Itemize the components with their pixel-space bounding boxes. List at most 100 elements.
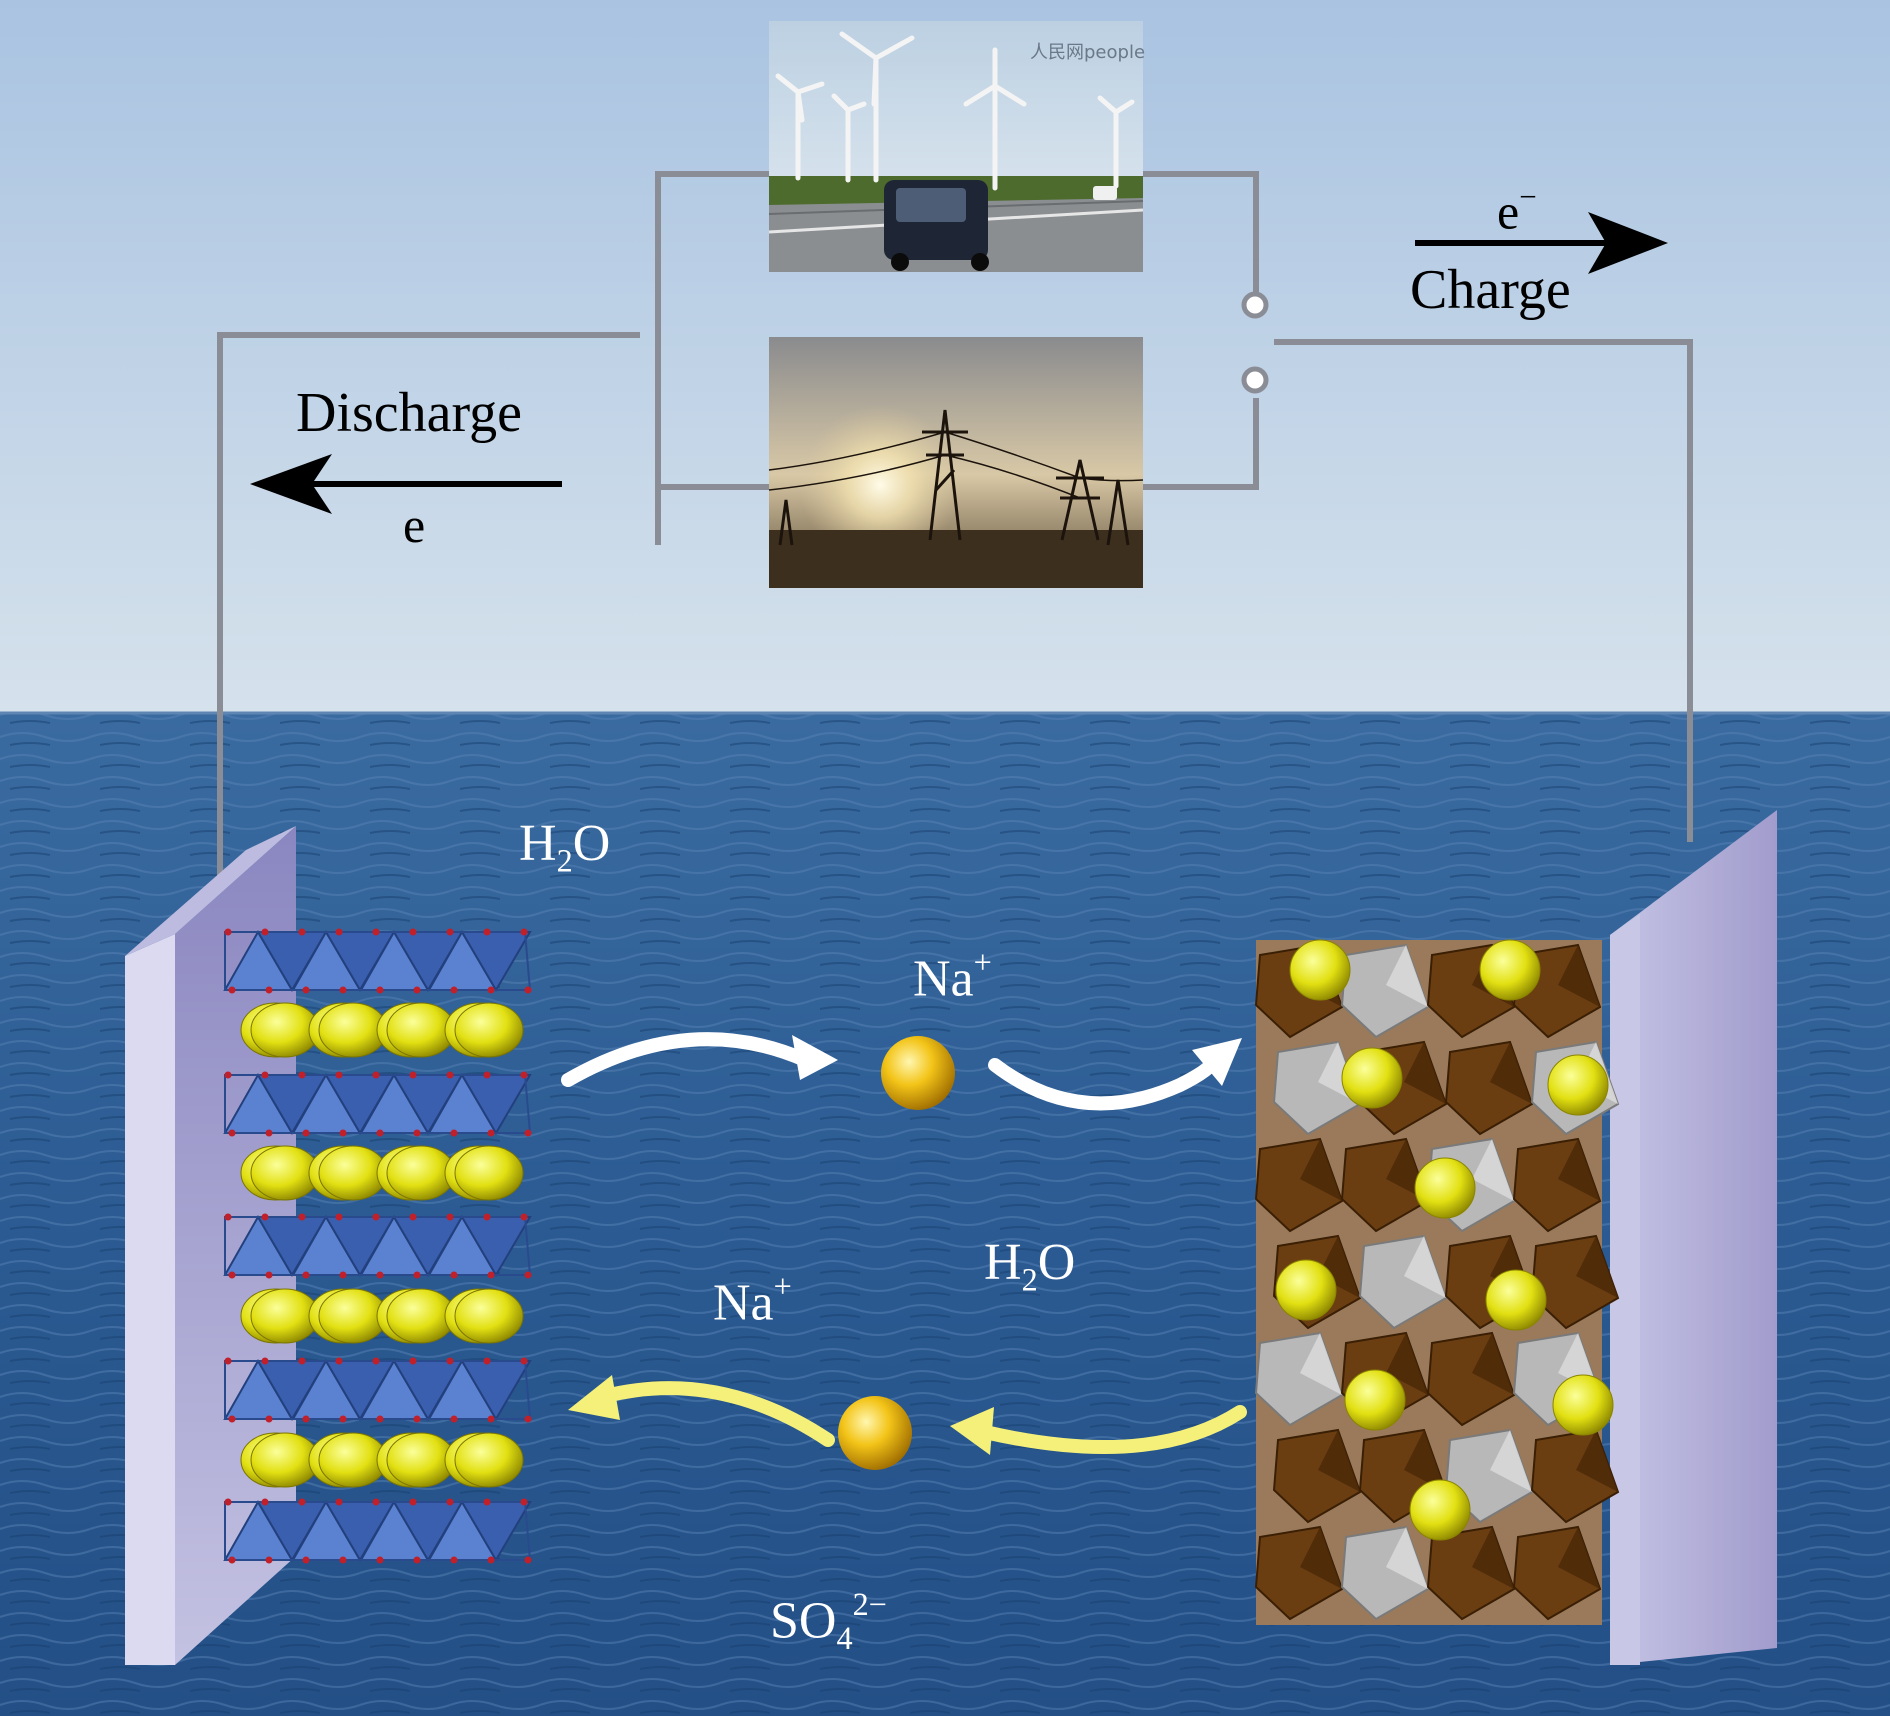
discharge-arrowhead	[250, 454, 332, 514]
oxygen-atom	[298, 1213, 306, 1221]
turbine-blade	[845, 101, 867, 113]
oxygen-atom	[520, 1498, 528, 1506]
polyhedron-face	[1576, 1236, 1618, 1298]
oxygen-atom	[372, 1498, 380, 1506]
turbine-blade	[992, 83, 1027, 107]
oxygen-atom	[520, 1071, 528, 1079]
oxygen-atom	[524, 986, 532, 994]
oxygen-atom	[339, 1129, 347, 1137]
sodium-symbol: Na	[913, 950, 974, 1008]
oxygen-atom	[224, 1071, 232, 1079]
van-wheel	[891, 253, 909, 271]
discharge-path-left-arrow	[598, 1381, 835, 1447]
discharge-path-right-arrow	[978, 1405, 1247, 1455]
oxygen-atom	[524, 1415, 532, 1423]
power-lines	[768, 454, 1081, 499]
oxygen-atom	[487, 1271, 495, 1279]
sodium-atom	[1552, 1374, 1614, 1436]
switch-terminal-lower[interactable]	[1241, 366, 1269, 394]
oxygen-atom	[224, 1498, 232, 1506]
wind-turbines	[775, 31, 1135, 191]
oxygen-atom	[487, 986, 495, 994]
left-electrode-top	[125, 826, 296, 956]
oxygen-atom	[450, 1271, 458, 1279]
turbine-blade	[839, 31, 879, 61]
oxygen-atom	[302, 1129, 310, 1137]
oxygen-atom	[298, 1357, 306, 1365]
oxygen-atom	[261, 1213, 269, 1221]
polyhedron-face	[1404, 1236, 1446, 1298]
oxygen-atom	[524, 1556, 532, 1564]
sodium-atom	[454, 1288, 524, 1344]
oxygen-atom	[298, 1498, 306, 1506]
sodium-atom	[1289, 939, 1351, 1001]
discharge-label: Discharge	[296, 382, 522, 444]
discharge-path	[568, 1375, 1247, 1455]
water-label-top: H2O	[519, 818, 610, 877]
sodium-atom	[454, 1002, 524, 1058]
polyhedron-face	[1472, 1527, 1514, 1589]
left-electrode-front	[125, 934, 175, 1665]
charge-electron-arrow	[1415, 212, 1668, 274]
oxygen-atom	[376, 1271, 384, 1279]
lower-branch-wire-right	[1143, 398, 1259, 490]
sodium-atom	[454, 1432, 524, 1488]
right-electrode-face	[1610, 810, 1777, 1665]
transmission-towers	[768, 409, 1144, 546]
polyhedron-face	[1300, 1333, 1342, 1395]
oxygen-atom	[487, 1129, 495, 1137]
polyhedron-face	[1472, 1139, 1514, 1201]
oxygen-atom	[302, 1415, 310, 1423]
upper-branch-wire-right	[1143, 171, 1259, 294]
sodium-atom	[1341, 1047, 1403, 1109]
sodium-atom	[1275, 1259, 1337, 1321]
oxygen-atom	[339, 1415, 347, 1423]
polyhedron-face	[1300, 1139, 1342, 1201]
polyhedron-face	[1558, 1527, 1600, 1589]
discharge-arrowhead-left	[568, 1375, 620, 1420]
layered-anode-structure	[223, 928, 532, 1564]
sodium-atom	[1414, 1157, 1476, 1219]
polyhedron-face	[1386, 945, 1428, 1007]
oxygen-atom	[450, 1415, 458, 1423]
sodium-atom	[1479, 939, 1541, 1001]
oxygen-atom	[265, 1129, 273, 1137]
oxygen-atom	[376, 1556, 384, 1564]
oxygen-atom	[446, 1213, 454, 1221]
oxygen-atom	[413, 1415, 421, 1423]
water-h: H	[519, 815, 557, 872]
charge-electron-label: e−	[1497, 181, 1537, 237]
circuit-wires	[217, 171, 1693, 880]
sodium-atom	[454, 1145, 524, 1201]
oxygen-atom	[520, 1357, 528, 1365]
oxygen-atom	[446, 1498, 454, 1506]
sulfate-subscript: 4	[836, 1619, 853, 1656]
oxygen-atom	[483, 1498, 491, 1506]
power-grid-photo	[768, 337, 1144, 588]
tower	[778, 499, 794, 546]
sodium-ion-label-top: Na+	[913, 946, 992, 1006]
charge-arrowhead	[1588, 212, 1668, 274]
oxygen-atom	[487, 1556, 495, 1564]
oxygen-atom	[409, 1213, 417, 1221]
oxygen-atom	[302, 1556, 310, 1564]
tower-brace	[934, 468, 956, 492]
water-o: O	[572, 815, 611, 872]
sodium-atom	[1344, 1369, 1406, 1431]
oxygen-atom	[302, 986, 310, 994]
oxygen-atom	[228, 1415, 236, 1423]
polyhedron-face	[1404, 1042, 1446, 1104]
oxygen-atom	[261, 1071, 269, 1079]
oxygen-atom	[446, 1357, 454, 1365]
oxygen-atom	[413, 986, 421, 994]
oxygen-atom	[487, 1415, 495, 1423]
oxygen-atom	[372, 1357, 380, 1365]
upper-branch-wire-left	[655, 171, 772, 545]
tower	[1060, 459, 1100, 541]
switch-terminal-upper[interactable]	[1241, 291, 1269, 319]
switch[interactable]	[1241, 291, 1269, 394]
water-h: H	[984, 1234, 1022, 1291]
oxygen-atom	[265, 986, 273, 994]
oxygen-atom	[413, 1271, 421, 1279]
turbine-blade	[963, 83, 998, 107]
